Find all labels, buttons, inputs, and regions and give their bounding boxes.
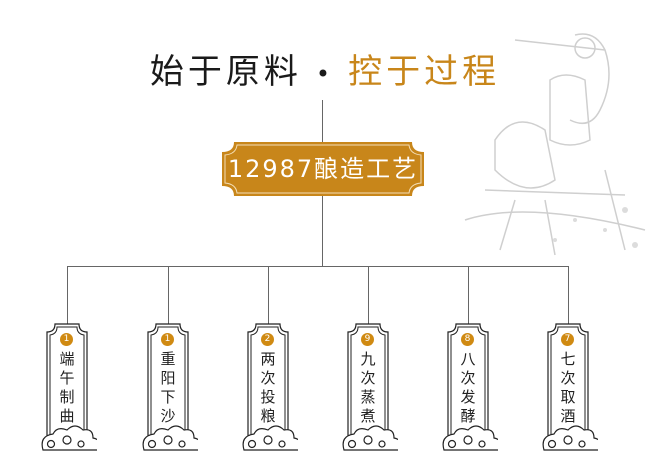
step-number-badge: 7	[561, 333, 574, 346]
connector-middle	[322, 196, 323, 266]
workers-sketch-illustration	[464, 33, 646, 256]
step-label: 重阳下沙	[160, 350, 176, 425]
card-frame	[41, 323, 97, 451]
step-number-badge: 8	[461, 333, 474, 346]
cloud-ornament-icon	[542, 425, 598, 451]
cloud-ornament-icon	[442, 425, 498, 451]
connector-top	[322, 100, 323, 142]
banner-label: 12987酿造工艺	[227, 155, 419, 183]
step-number-badge: 1	[161, 333, 174, 346]
card-frame	[442, 323, 498, 451]
card-frame	[142, 323, 198, 451]
title-part-2: 控于过程	[348, 52, 501, 92]
connector-drop	[168, 266, 169, 324]
step-card: 9 九次蒸煮	[338, 320, 398, 460]
cloud-ornament-icon	[142, 425, 198, 451]
cloud-ornament-icon	[342, 425, 398, 451]
step-number-badge: 1	[60, 333, 73, 346]
step-card: 7 七次取酒	[538, 320, 598, 460]
step-label: 端午制曲	[59, 350, 75, 425]
title-separator: •	[315, 59, 335, 88]
step-label: 九次蒸煮	[360, 350, 376, 425]
step-card: 8 八次发酵	[438, 320, 498, 460]
step-card: 2 两次投粮	[238, 320, 298, 460]
card-frame	[542, 323, 598, 451]
step-card: 1 端午制曲	[37, 320, 97, 460]
step-number-badge: 9	[361, 333, 374, 346]
page-title: 始于原料 • 控于过程	[0, 44, 650, 93]
process-banner: 12987酿造工艺	[222, 142, 424, 196]
connector-drop	[568, 266, 569, 324]
step-label: 八次发酵	[460, 350, 476, 425]
connector-drop	[368, 266, 369, 324]
title-part-1: 始于原料	[149, 52, 302, 92]
step-label: 七次取酒	[560, 350, 576, 425]
cloud-ornament-icon	[41, 425, 97, 451]
step-card: 1 重阳下沙	[138, 320, 198, 460]
step-label: 两次投粮	[260, 350, 276, 425]
card-frame	[342, 323, 398, 451]
connector-drop	[468, 266, 469, 324]
connector-horizontal	[67, 266, 569, 267]
cloud-ornament-icon	[242, 425, 298, 451]
card-frame	[242, 323, 298, 451]
connector-drop	[268, 266, 269, 324]
banner-frame	[222, 142, 424, 196]
connector-drop	[67, 266, 68, 324]
step-number-badge: 2	[261, 333, 274, 346]
